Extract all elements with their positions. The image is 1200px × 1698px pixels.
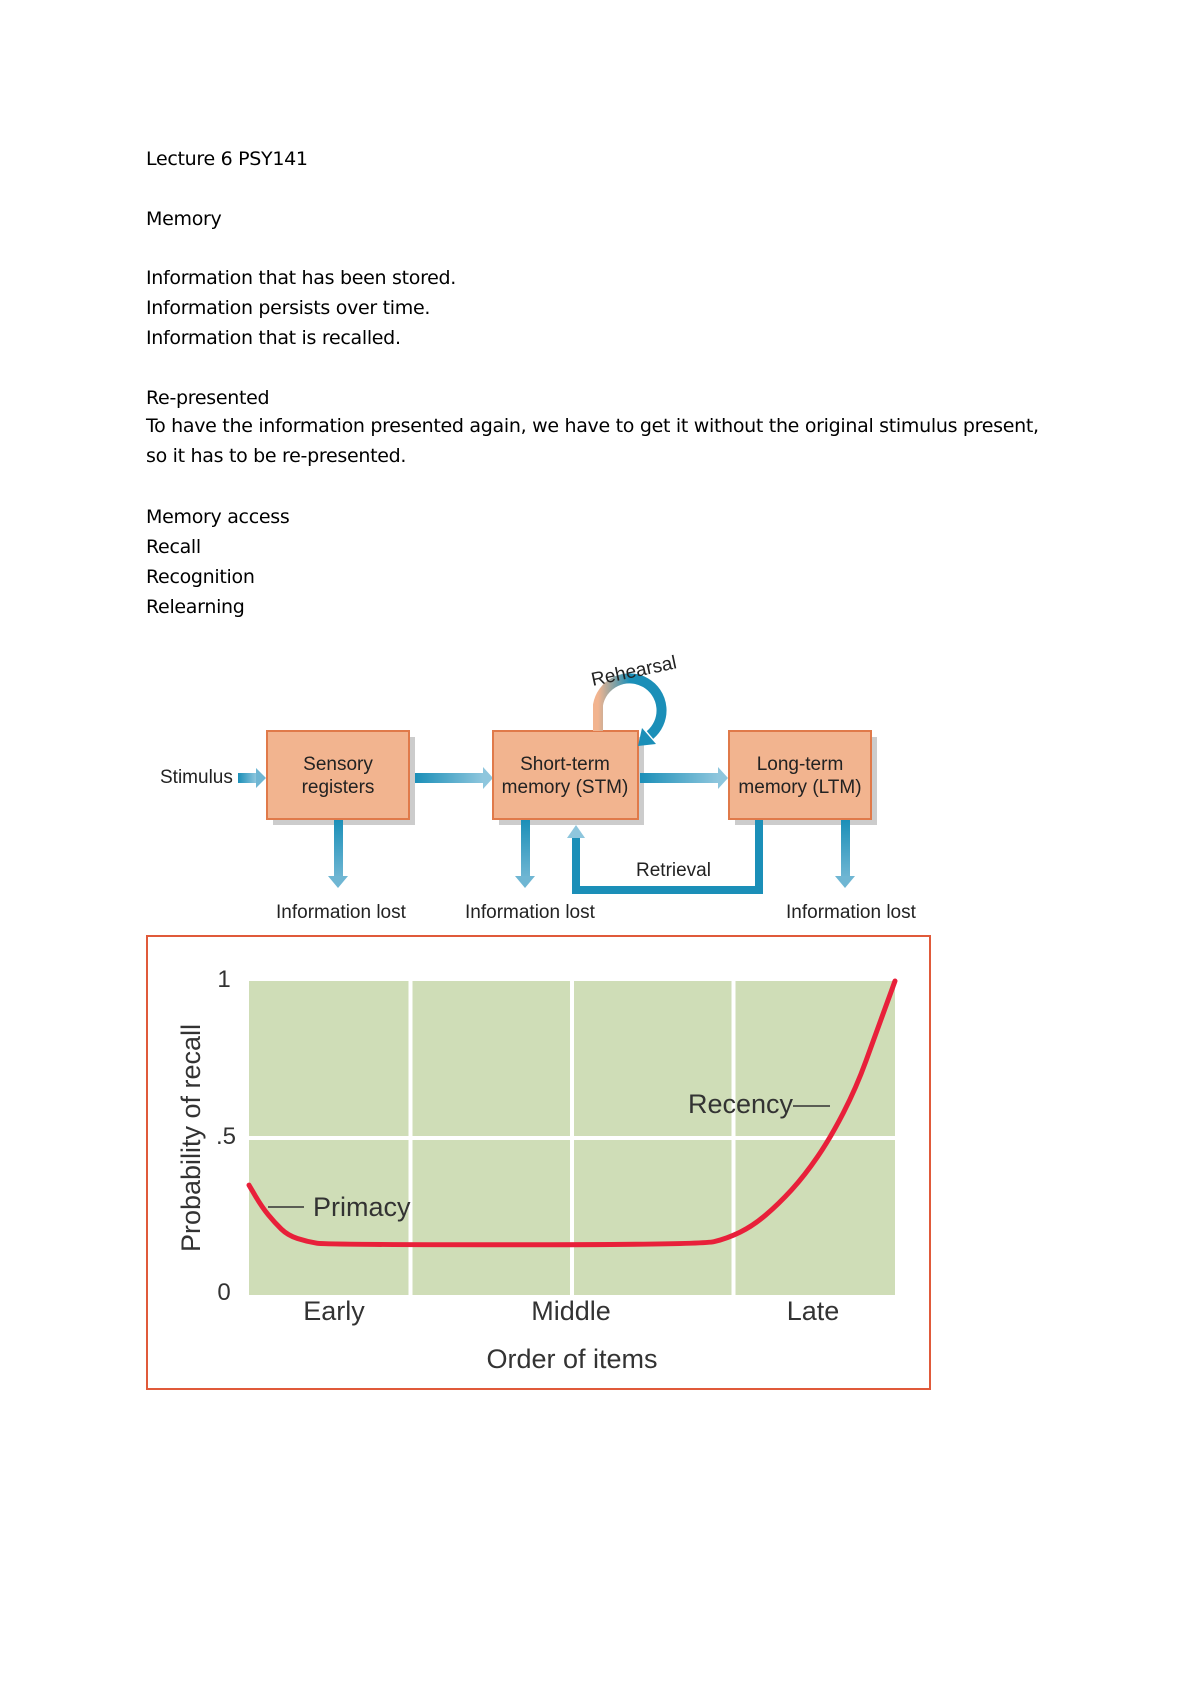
info-lost-label: Information lost <box>786 902 917 923</box>
memory-model-diagram: Stimulus Sensory registers Short-term me… <box>160 652 917 923</box>
access-line: Memory access <box>146 506 290 528</box>
y-tick-label: .5 <box>216 1123 236 1150</box>
x-tick-label: Late <box>787 1296 840 1326</box>
arrow-right-icon <box>415 767 493 789</box>
definition-line: Information that has been stored. <box>146 267 457 289</box>
serial-position-curve <box>246 978 898 1248</box>
sensory-label-2: registers <box>302 777 375 798</box>
rehearsal-loop-icon <box>593 673 667 746</box>
retrieval-arrow-icon <box>567 820 763 894</box>
definition-line: Information that is recalled. <box>146 327 401 349</box>
ltm-box: Long-term memory (LTM) <box>728 730 877 825</box>
sensory-registers-box: Sensory registers <box>266 730 415 825</box>
y-tick-label: 1 <box>217 966 230 993</box>
arrow-down-icon <box>835 820 855 888</box>
y-tick-label: 0 <box>217 1279 230 1306</box>
info-lost-label: Information lost <box>276 902 407 923</box>
y-axis-label: Probability of recall <box>176 1024 206 1252</box>
retrieval-label: Retrieval <box>636 860 711 881</box>
arrow-right-icon <box>238 768 266 788</box>
re-presented-heading: Re-presented <box>146 387 270 409</box>
sensory-label-1: Sensory <box>303 754 373 775</box>
definition-line: Information persists over time. <box>146 297 431 319</box>
stm-label-2: memory (STM) <box>502 777 629 798</box>
x-tick-label: Early <box>303 1296 365 1326</box>
chart-border <box>146 935 931 1390</box>
heading-memory: Memory <box>146 208 222 230</box>
primacy-annotation: Primacy <box>313 1192 411 1222</box>
arrow-down-icon <box>328 820 348 888</box>
ltm-label-1: Long-term <box>757 754 844 775</box>
x-axis-label: Order of items <box>486 1344 657 1374</box>
arrow-right-icon <box>640 767 728 789</box>
stm-box: Short-term memory (STM) <box>492 730 644 825</box>
info-lost-label: Information lost <box>465 902 596 923</box>
arrow-down-icon <box>515 820 535 888</box>
re-presented-text: To have the information presented again,… <box>146 415 1039 467</box>
stimulus-label: Stimulus <box>160 767 233 788</box>
ltm-label-2: memory (LTM) <box>738 777 861 798</box>
doc-title: Lecture 6 PSY141 <box>146 148 308 170</box>
stm-label-1: Short-term <box>520 754 610 775</box>
access-line: Relearning <box>146 596 245 618</box>
x-tick-label: Middle <box>531 1296 611 1326</box>
recency-annotation: Recency <box>688 1089 794 1119</box>
access-line: Recall <box>146 536 201 558</box>
access-line: Recognition <box>146 566 255 588</box>
